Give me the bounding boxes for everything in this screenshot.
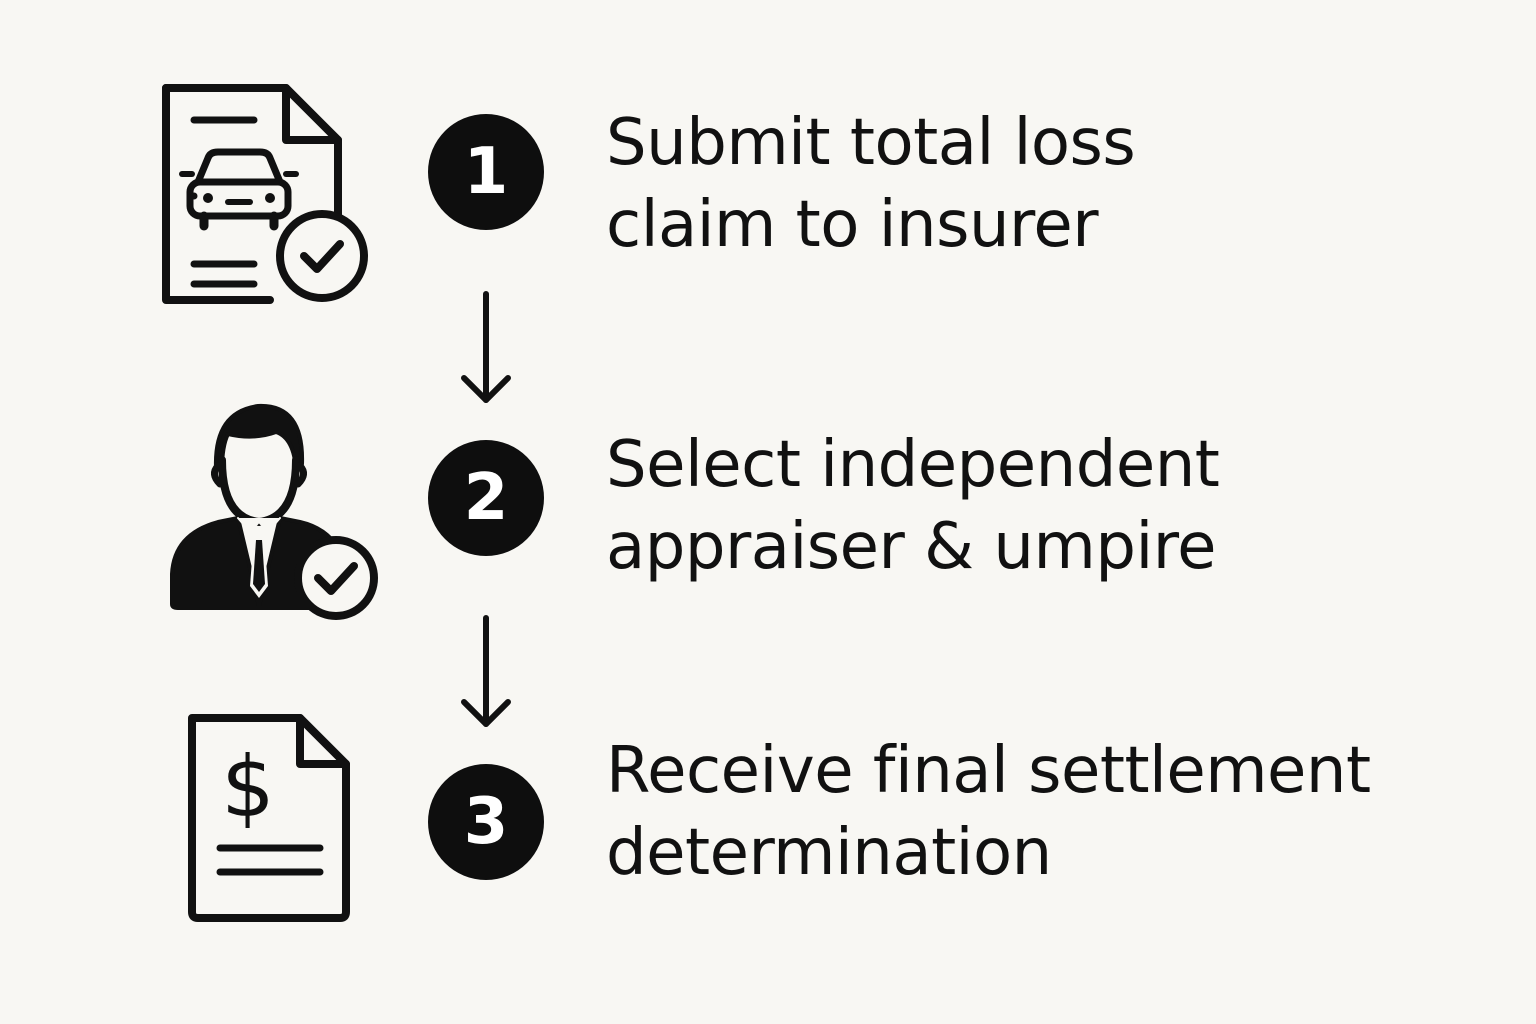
step-1-label: Submit total loss claim to insurer <box>606 102 1136 266</box>
step-2-number-badge: 2 <box>428 440 544 556</box>
step-3-line-2: determination <box>606 816 1052 890</box>
car-claim-document-check-icon <box>150 78 375 310</box>
arrow-down-icon <box>456 288 516 408</box>
step-1-line-1: Submit total loss <box>606 106 1136 180</box>
svg-text:$: $ <box>221 738 274 836</box>
step-2-number: 2 <box>463 461 509 535</box>
step-3-number-badge: 3 <box>428 764 544 880</box>
step-1-number: 1 <box>463 135 509 209</box>
step-3-line-1: Receive final settlement <box>606 734 1371 808</box>
step-2-line-2: appraiser & umpire <box>606 510 1217 584</box>
step-3-number: 3 <box>463 785 509 859</box>
appraiser-person-check-icon <box>166 398 380 622</box>
step-1-line-2: claim to insurer <box>606 188 1099 262</box>
step-1-number-badge: 1 <box>428 114 544 230</box>
step-2-label: Select independent appraiser & umpire <box>606 424 1220 588</box>
dollar-document-icon: $ <box>180 708 358 928</box>
arrow-down-icon <box>456 612 516 732</box>
step-2-line-1: Select independent <box>606 428 1220 502</box>
step-3-label: Receive final settlement determination <box>606 730 1371 894</box>
